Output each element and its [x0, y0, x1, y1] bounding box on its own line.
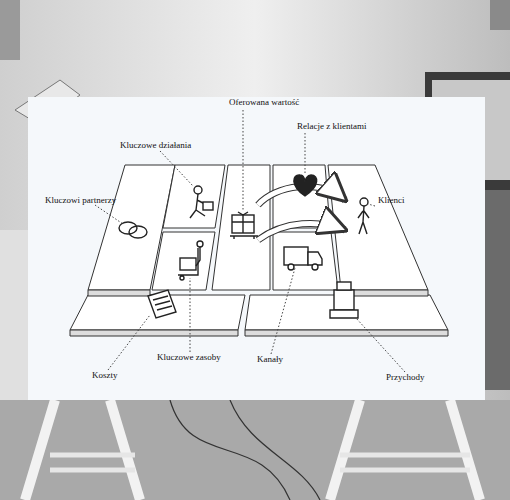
callout-label: Kluczowi partnerzy — [45, 195, 116, 206]
callout-label: Kluczowe działania — [120, 140, 191, 151]
callout-label: Przychody — [386, 372, 425, 383]
callout-label: Kanały — [257, 354, 283, 365]
flow-arrow — [258, 186, 345, 240]
canvas-icons — [119, 175, 369, 318]
callout-label: Oferowana wartość — [229, 97, 299, 108]
canvas-board — [70, 165, 448, 336]
leader-line — [95, 110, 405, 372]
callout-label: Koszty — [92, 370, 118, 381]
callout-label: Kluczowe zasoby — [157, 352, 221, 363]
callout-label: Klienci — [378, 195, 405, 206]
callout-label: Relacje z klientami — [297, 121, 366, 132]
